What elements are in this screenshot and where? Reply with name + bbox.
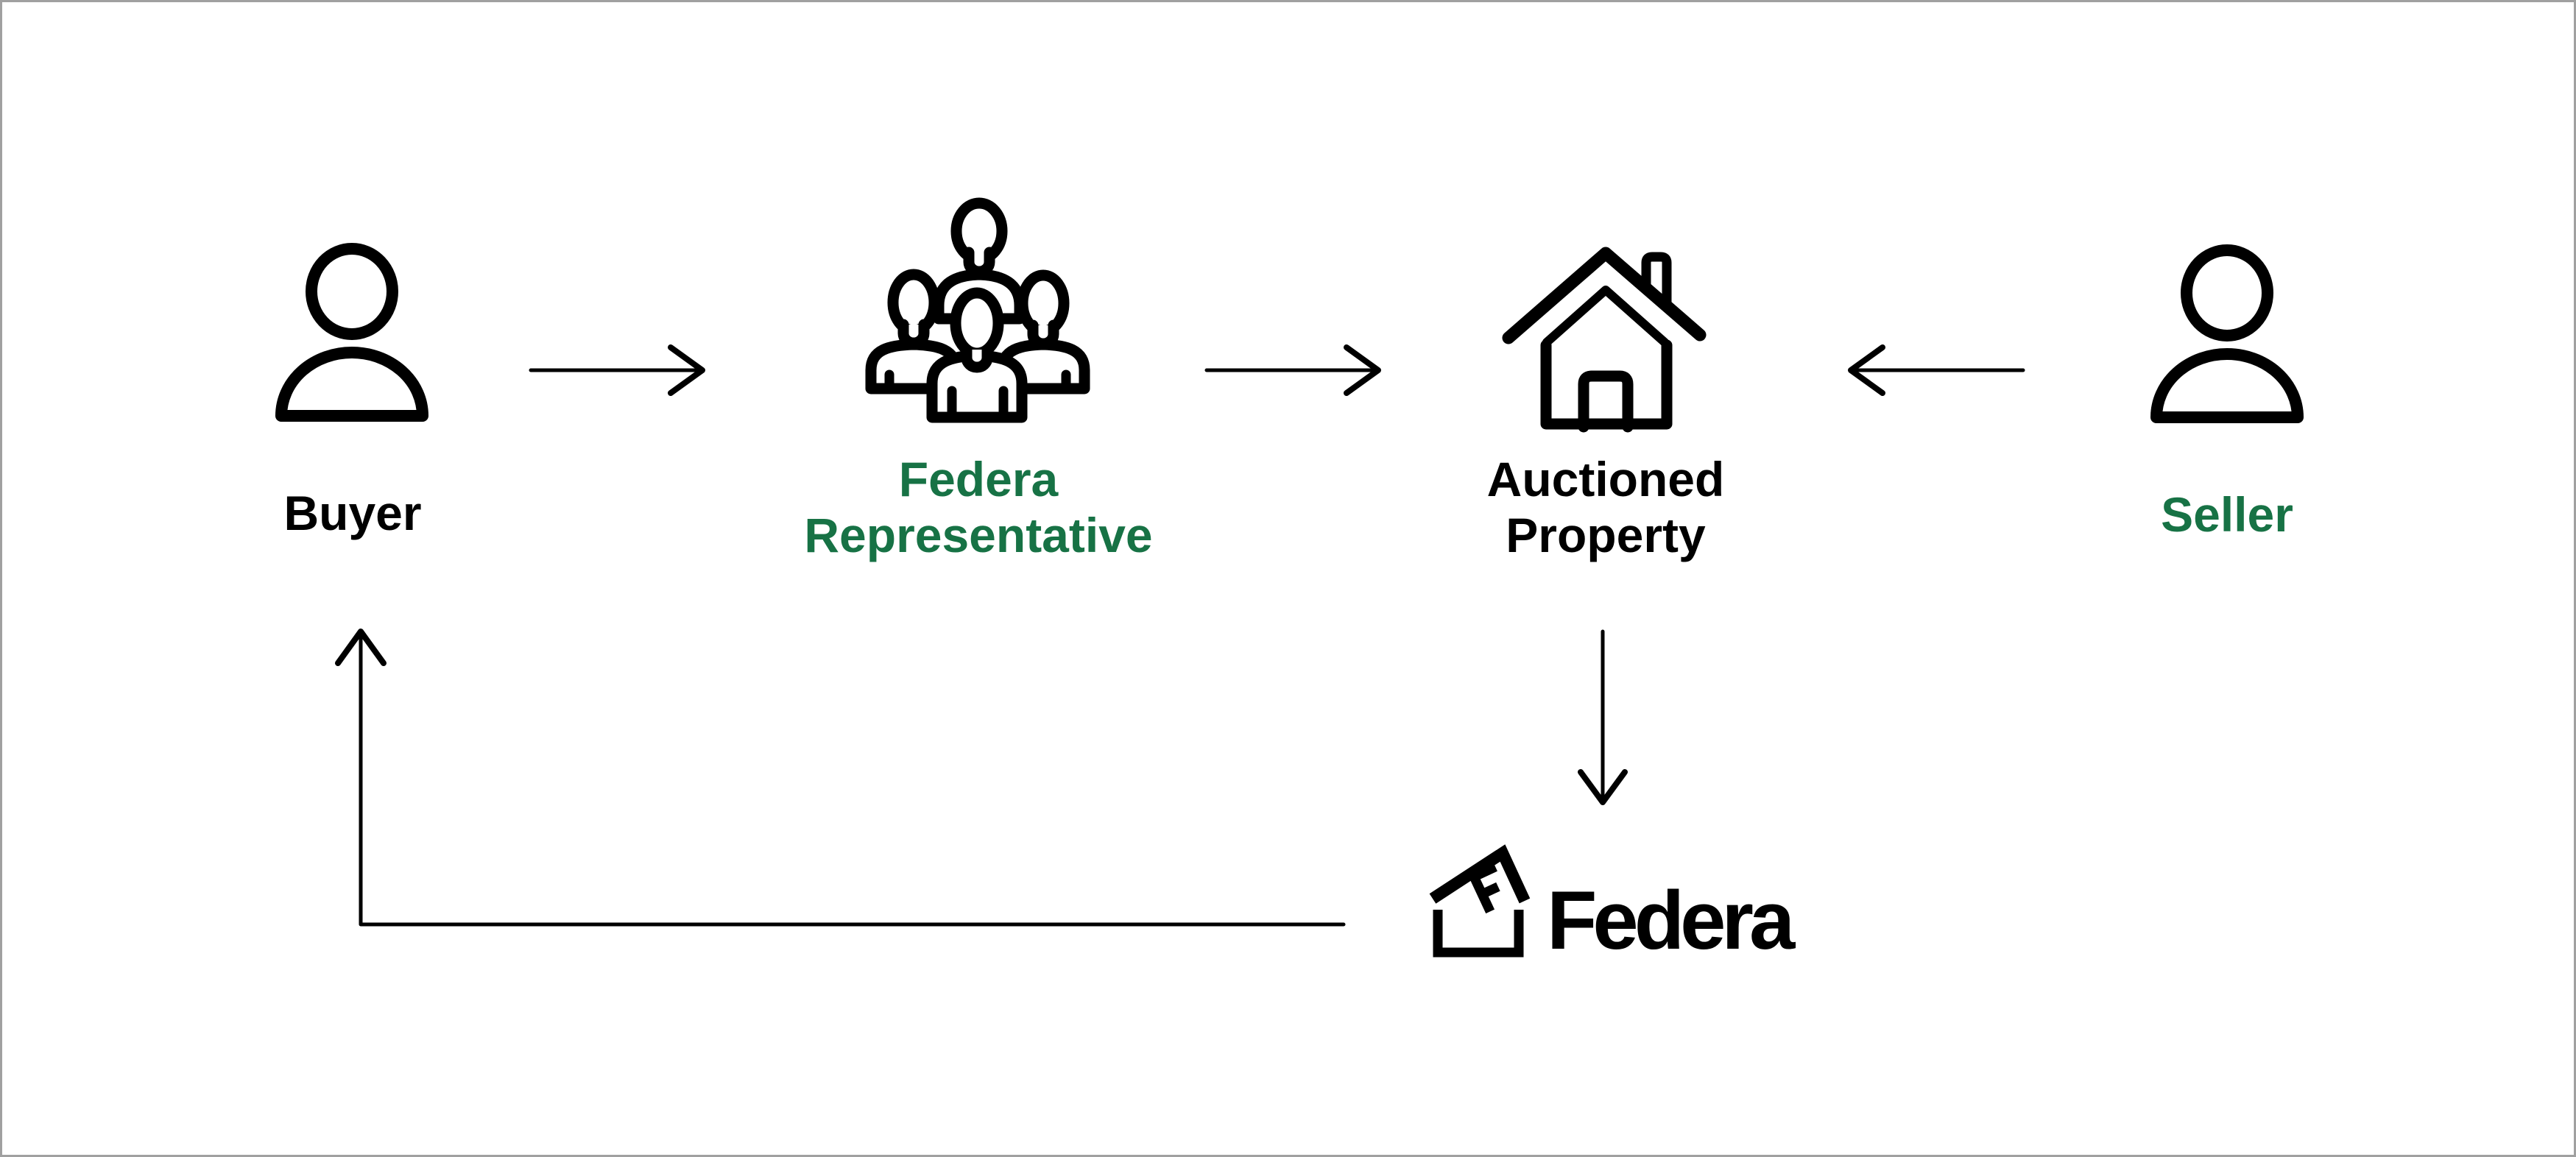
auctioned-property-label-line1: Auctioned xyxy=(1486,452,1725,506)
federa-logo-wordmark: Federa xyxy=(1547,874,1795,966)
federa-representative-label-line1: Federa xyxy=(898,452,1059,506)
federa-logo-glyph xyxy=(1429,844,1531,958)
arrow-federa-to-buyer xyxy=(335,629,1346,927)
auctioned-property-label: Auctioned Property xyxy=(1487,451,1725,563)
arrow-seller-to-property xyxy=(1848,344,2025,396)
arrow-property-to-federa xyxy=(1578,629,1628,805)
people-group-icon xyxy=(865,197,1090,423)
arrow-representative-to-property xyxy=(1204,344,1381,396)
house-icon xyxy=(1502,247,1707,433)
buyer-label: Buyer xyxy=(283,485,421,541)
federa-representative-label: Federa Representative xyxy=(804,451,1152,563)
seller-label-text: Seller xyxy=(2161,487,2293,542)
seller-person-icon xyxy=(2156,250,2298,417)
federa-representative-label-line2: Representative xyxy=(804,508,1153,562)
auctioned-property-label-line2: Property xyxy=(1506,508,1706,562)
buyer-person-icon xyxy=(281,249,423,416)
seller-label: Seller xyxy=(2161,486,2293,542)
arrow-buyer-to-representative xyxy=(529,344,705,396)
buyer-label-text: Buyer xyxy=(283,486,422,540)
